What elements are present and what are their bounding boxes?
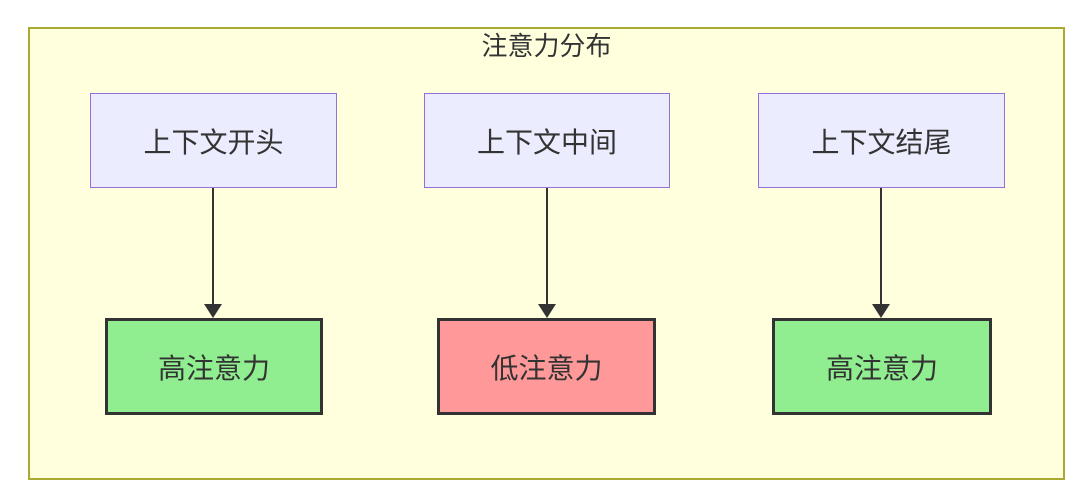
arrowhead-down-icon	[204, 304, 222, 318]
arrow-middle-to-low	[538, 188, 556, 318]
node-context-start: 上下文开头	[90, 93, 337, 188]
node-high-attention-2: 高注意力	[772, 318, 992, 415]
node-context-end-label: 上下文结尾	[811, 125, 952, 159]
arrow-end-to-high	[872, 188, 890, 318]
arrow-shaft	[212, 188, 214, 306]
node-high-attention-1-label: 高注意力	[157, 351, 270, 385]
arrow-shaft	[880, 188, 882, 306]
node-high-attention-1: 高注意力	[105, 318, 323, 415]
node-context-start-label: 上下文开头	[143, 125, 284, 159]
node-context-end: 上下文结尾	[758, 93, 1005, 188]
node-high-attention-2-label: 高注意力	[825, 351, 938, 385]
arrowhead-down-icon	[872, 304, 890, 318]
node-context-middle: 上下文中间	[424, 93, 670, 188]
arrow-start-to-high	[204, 188, 222, 318]
node-context-middle-label: 上下文中间	[476, 125, 617, 159]
node-low-attention-label: 低注意力	[490, 351, 603, 385]
node-low-attention: 低注意力	[437, 318, 656, 415]
cluster-title: 注意力分布	[481, 32, 612, 62]
arrowhead-down-icon	[538, 304, 556, 318]
arrow-shaft	[546, 188, 548, 306]
